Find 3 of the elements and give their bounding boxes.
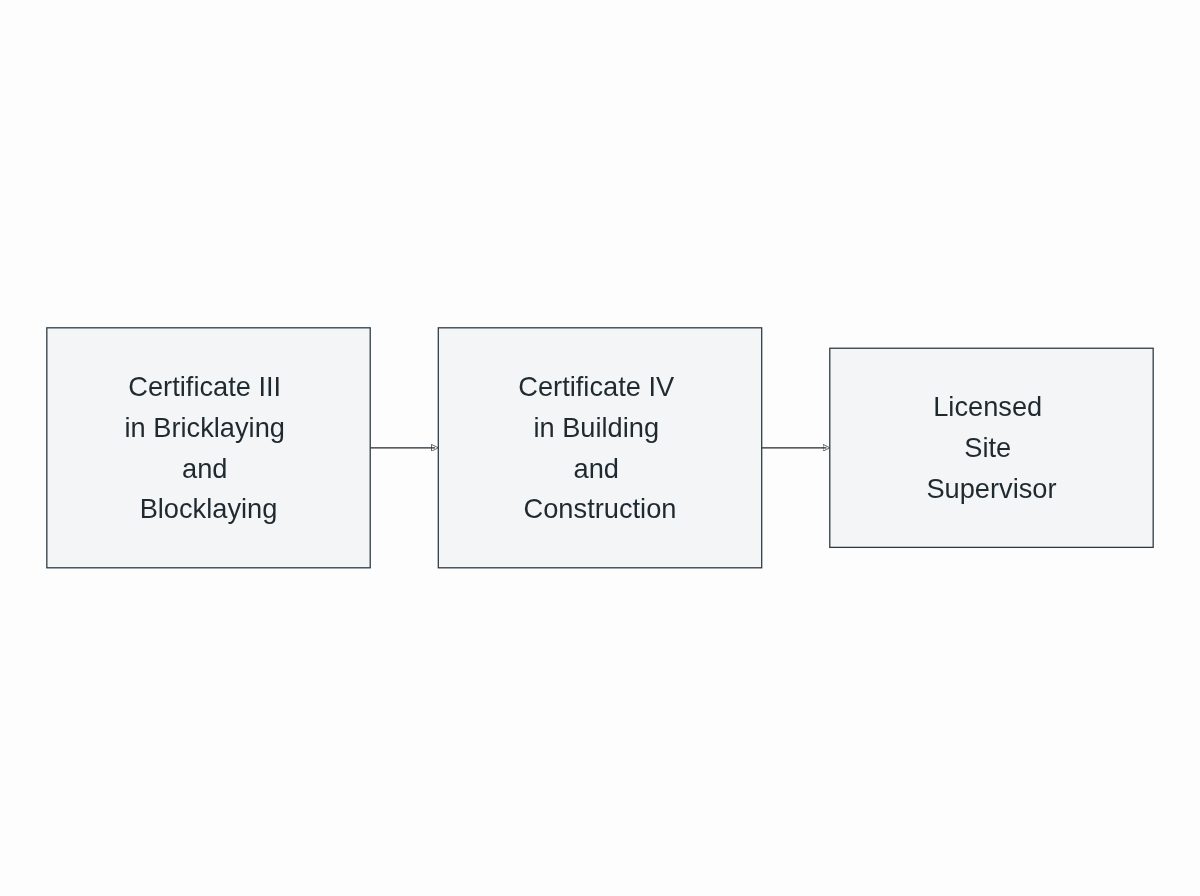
node-box: Certificate III in Bricklaying and Blocklaying <box>46 327 371 569</box>
node-box: Certificate IV in Building and Construction <box>437 327 763 569</box>
node-box: Licensed Site Supervisor <box>829 347 1154 549</box>
